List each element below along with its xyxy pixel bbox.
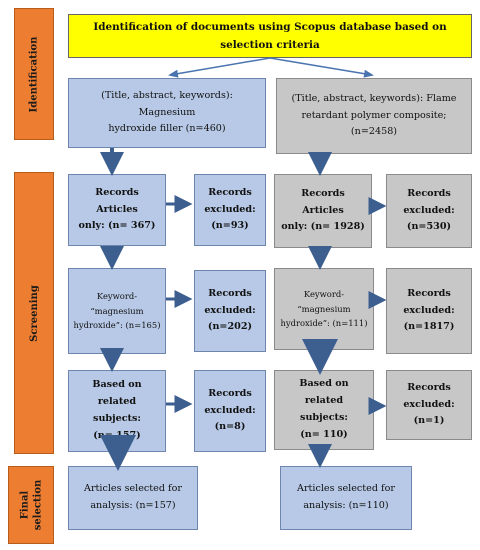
right-excluded-2-box: Records excluded: (n=1817) bbox=[386, 268, 472, 354]
left-records-articles-box: Records Articles only: (n= 367) bbox=[68, 174, 166, 246]
right-excluded-3-text: Records excluded: (n=1) bbox=[403, 381, 455, 427]
left-excluded-3-box: Records excluded: (n=8) bbox=[194, 370, 266, 452]
right-records-articles-text: Records Articles only: (n= 1928) bbox=[281, 187, 365, 233]
right-final-box: Articles selected for analysis: (n=110) bbox=[280, 466, 412, 530]
stage-identification: Identification bbox=[14, 8, 54, 140]
right-keyword-box: Keyword- “magnesium hydroxide”: (n=111) bbox=[274, 268, 374, 350]
right-excluded-3-box: Records excluded: (n=1) bbox=[386, 370, 472, 440]
left-query-box: (Title, abstract, keywords): Magnesium h… bbox=[68, 78, 266, 148]
arrow-header-to-right bbox=[269, 57, 374, 78]
left-excluded-3-text: Records excluded: (n=8) bbox=[204, 387, 256, 433]
right-related-text: Based on related subjects: (n= 110) bbox=[299, 378, 349, 440]
left-keyword-box: Keyword- “magnesium hydroxide”: (n=165) bbox=[68, 268, 166, 354]
right-records-articles-box: Records Articles only: (n= 1928) bbox=[274, 174, 372, 248]
header-box: Identification of documents using Scopus… bbox=[68, 14, 472, 58]
left-final-text: Articles selected for analysis: (n=157) bbox=[84, 483, 182, 511]
stage-screening: Screening bbox=[14, 172, 54, 454]
left-query-text: (Title, abstract, keywords): Magnesium h… bbox=[101, 89, 233, 135]
header-text: Identification of documents using Scopus… bbox=[93, 20, 447, 51]
left-excluded-2-box: Records excluded: (n=202) bbox=[194, 270, 266, 352]
right-final-text: Articles selected for analysis: (n=110) bbox=[297, 483, 395, 511]
right-excluded-2-text: Records excluded: (n=1817) bbox=[403, 287, 455, 333]
right-keyword-text: Keyword- “magnesium hydroxide”: (n=111) bbox=[280, 288, 368, 329]
right-excluded-1-text: Records excluded: (n=530) bbox=[403, 187, 455, 233]
left-final-box: Articles selected for analysis: (n=157) bbox=[68, 466, 198, 530]
left-records-articles-text: Records Articles only: (n= 367) bbox=[78, 186, 156, 232]
stage-final-selection: Final selection bbox=[8, 466, 54, 544]
arrow-header-to-left bbox=[168, 57, 271, 78]
left-excluded-2-text: Records excluded: (n=202) bbox=[204, 287, 256, 333]
right-query-box: (Title, abstract, keywords): Flame retar… bbox=[276, 78, 472, 154]
left-excluded-1-box: Records excluded: (n=93) bbox=[194, 174, 266, 246]
left-keyword-text: Keyword- “magnesium hydroxide”: (n=165) bbox=[73, 290, 161, 331]
right-excluded-1-box: Records excluded: (n=530) bbox=[386, 174, 472, 248]
left-excluded-1-text: Records excluded: (n=93) bbox=[204, 186, 256, 232]
right-query-text: (Title, abstract, keywords): Flame retar… bbox=[291, 92, 457, 138]
